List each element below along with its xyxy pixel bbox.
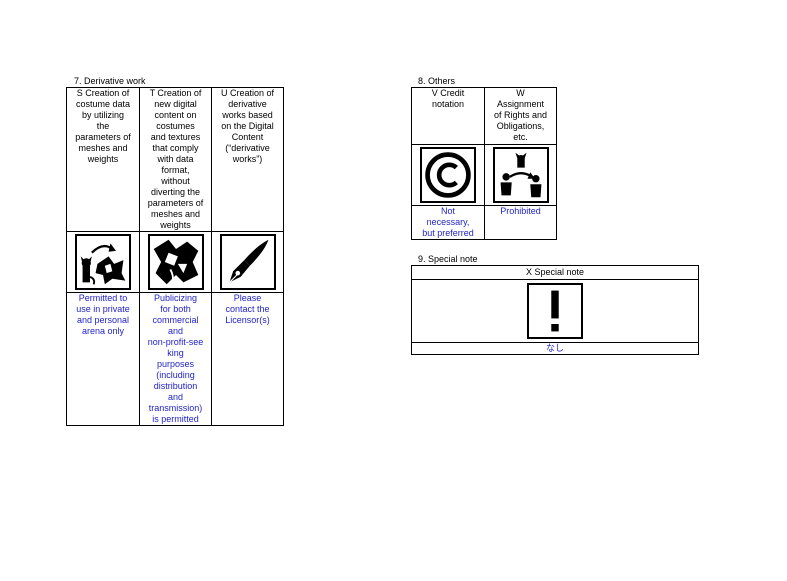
costume-fabric-icon — [147, 234, 204, 290]
col-s-header: S Creation of costume data by utilizing … — [66, 87, 140, 232]
pen-nib-icon — [219, 234, 276, 290]
col-u-icon-cell — [211, 231, 284, 293]
col-w-note: Prohibited — [484, 205, 557, 240]
col-x-note: なし — [411, 342, 699, 355]
col-t-header: T Creation of new digital content on cos… — [139, 87, 212, 232]
col-w-icon-cell — [484, 144, 557, 206]
col-t-note: Publicizing for both commercial and non-… — [139, 292, 212, 426]
special-note-table: X Special note なし — [411, 265, 699, 355]
col-v-note: Not necessary, but preferred — [411, 205, 485, 240]
costume-derivative-icon — [75, 234, 131, 290]
col-t-icon-cell — [139, 231, 212, 293]
col-u-note: Please contact the Licensor(s) — [211, 292, 284, 426]
copyright-icon — [420, 147, 476, 203]
col-s-icon-cell — [66, 231, 140, 293]
col-x-header: X Special note — [411, 265, 699, 280]
others-section-title: 8. Others — [418, 76, 456, 86]
others-table: V Credit notation W Assignment of Rights… — [411, 87, 557, 240]
col-v-icon-cell — [411, 144, 485, 206]
derivative-section-title: 7. Derivative work — [74, 76, 146, 86]
special-section-title: 9. Special note — [418, 254, 478, 264]
col-x-icon-cell — [411, 279, 699, 343]
col-u-header: U Creation of derivative works based on … — [211, 87, 284, 232]
col-v-header: V Credit notation — [411, 87, 485, 145]
col-s-note: Permitted to use in private and personal… — [66, 292, 140, 426]
exclamation-icon — [527, 283, 583, 339]
derivative-work-table: S Creation of costume data by utilizing … — [66, 87, 284, 426]
rights-transfer-icon — [492, 147, 549, 203]
col-w-header: W Assignment of Rights and Obligations, … — [484, 87, 557, 145]
